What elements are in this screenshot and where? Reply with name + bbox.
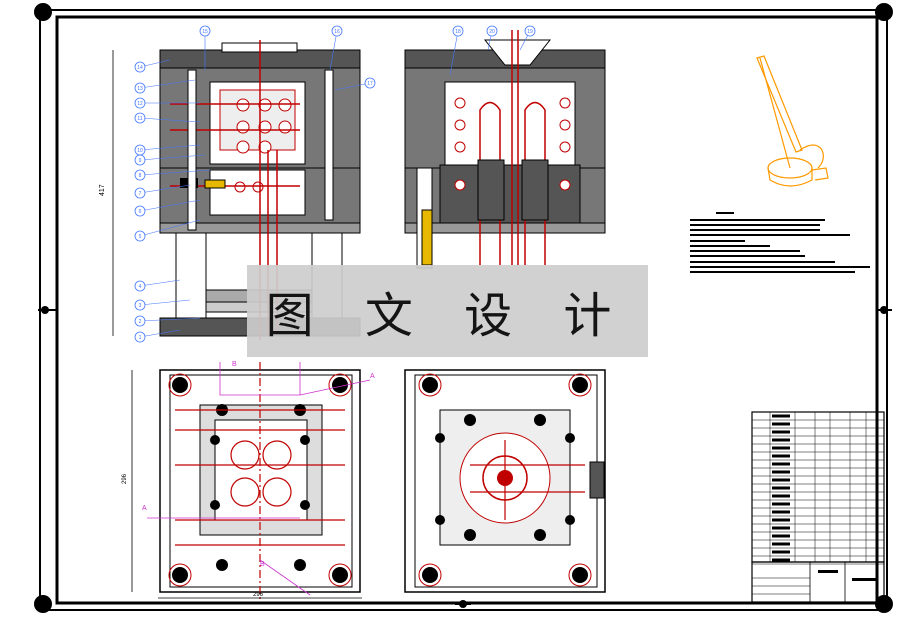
leader-line — [139, 329, 181, 338]
table-row — [772, 494, 790, 498]
callout-balloons-left: 15 16 14 17 13 12 11 10 9 8 7 6 5 4 3 2 1 — [134, 25, 376, 343]
table-row — [772, 470, 790, 474]
leader-line — [139, 279, 181, 287]
table-row — [772, 454, 790, 458]
balloon-number: 2 — [139, 319, 142, 325]
table-row — [772, 502, 790, 506]
balloon-number: 18 — [455, 29, 461, 35]
balloon-number: 4 — [139, 284, 142, 290]
balloon-circle — [452, 25, 464, 37]
side-section-view — [404, 30, 606, 269]
balloon-number: 17 — [367, 81, 373, 87]
leader-line — [334, 82, 371, 91]
leader-line — [139, 299, 191, 306]
title-block — [751, 561, 885, 603]
leader-line — [329, 30, 338, 71]
balloon-number: 7 — [139, 191, 142, 197]
table-row — [772, 430, 790, 434]
leader-line — [139, 199, 201, 212]
leader-line — [139, 79, 196, 89]
balloon-circle — [134, 154, 146, 166]
balloon-circle — [134, 230, 146, 242]
table-row — [772, 542, 790, 546]
technical-notes-block — [690, 212, 870, 273]
balloon-number: 16 — [334, 29, 340, 35]
table-row — [772, 478, 790, 482]
table-row — [772, 414, 790, 418]
balloon-number: 14 — [137, 65, 143, 71]
callout-balloons-right: 18 20 19 — [449, 25, 536, 76]
balloon-circle — [134, 280, 146, 292]
table-row — [772, 518, 790, 522]
table-row — [772, 558, 790, 562]
leader-line — [139, 144, 201, 151]
balloon-number: 12 — [137, 101, 143, 107]
balloon-number: 3 — [139, 303, 142, 309]
balloon-circle — [134, 112, 146, 124]
height-dimension: 417 — [99, 184, 106, 196]
fixed-half-plan-view — [404, 369, 606, 593]
table-row — [772, 422, 790, 426]
table-row — [772, 526, 790, 530]
balloon-circle — [364, 77, 376, 89]
width-dimension: 296 — [253, 592, 264, 598]
table-row — [772, 510, 790, 514]
balloon-circle — [134, 97, 146, 109]
balloon-number: 15 — [202, 29, 208, 35]
balloon-circle — [134, 315, 146, 327]
section-label-b: B — [232, 361, 237, 368]
balloon-circle — [331, 25, 343, 37]
table-row — [772, 534, 790, 538]
sprue-bushing-3d-icon — [756, 55, 829, 187]
table-row — [772, 462, 790, 466]
balloon-circle — [524, 25, 536, 37]
balloon-circle — [486, 25, 498, 37]
balloon-number: 10 — [137, 148, 143, 154]
leader-line — [139, 317, 201, 322]
leader-line — [449, 30, 459, 76]
leader-line — [139, 154, 206, 161]
balloon-circle — [134, 82, 146, 94]
leader-line — [139, 184, 191, 194]
parts-list-table — [751, 411, 885, 565]
section-label-b: B — [260, 561, 265, 568]
leader-line — [139, 169, 211, 176]
balloon-circle — [134, 205, 146, 217]
balloon-number: 11 — [137, 116, 142, 122]
table-row — [772, 446, 790, 450]
corner-dot-icon — [34, 3, 52, 21]
section-label-a: A — [142, 505, 147, 512]
balloon-circle — [134, 299, 146, 311]
moving-half-plan-view: B A A B 296 296 — [122, 361, 375, 600]
watermark-banner: 图 文 设 计 — [247, 265, 648, 357]
balloon-number: 20 — [489, 29, 495, 35]
corner-dot-icon — [875, 3, 893, 21]
leader-line — [139, 219, 201, 237]
balloon-number: 5 — [139, 234, 142, 240]
balloon-circle — [134, 331, 146, 343]
balloon-circle — [134, 169, 146, 181]
table-row — [772, 550, 790, 554]
corner-dot-icon — [875, 595, 893, 613]
balloon-number: 6 — [139, 209, 142, 215]
section-label-a: A — [370, 373, 375, 380]
balloon-number: 9 — [139, 158, 142, 164]
balloon-circle — [134, 187, 146, 199]
front-section-view: 4 1 7 — [99, 40, 361, 340]
table-row — [772, 438, 790, 442]
balloon-number: 13 — [137, 86, 143, 92]
table-row — [772, 486, 790, 490]
balloon-circle — [134, 61, 146, 73]
balloon-circle — [199, 25, 211, 37]
balloon-number: 19 — [527, 29, 533, 35]
side-dimension: 296 — [122, 473, 128, 484]
leader-line — [139, 117, 201, 123]
balloon-number: 8 — [139, 173, 142, 179]
balloon-number: 1 — [139, 335, 142, 341]
corner-dot-icon — [34, 595, 52, 613]
